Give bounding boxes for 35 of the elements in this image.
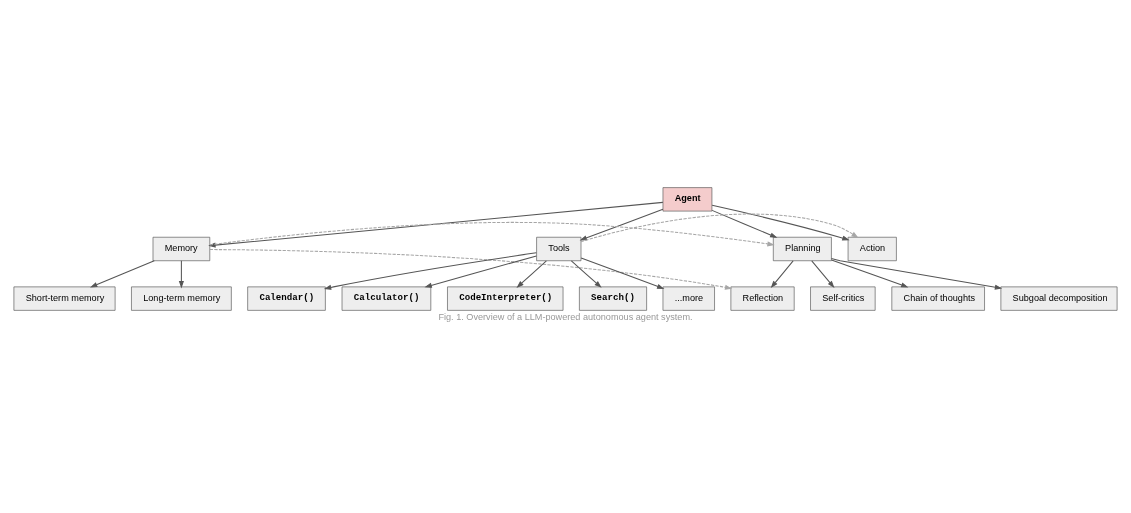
node-box: CodeInterpreter() (447, 286, 564, 311)
arrow (711, 204, 850, 241)
arrow (424, 255, 537, 288)
arrow (580, 257, 665, 289)
node-box: Chain of thoughts (891, 286, 985, 311)
arrow (208, 201, 664, 248)
arrow (516, 260, 547, 288)
node-box: Calculator() (341, 286, 432, 311)
node-box: Subgoal decomposition (1000, 286, 1118, 311)
arrow (830, 258, 1003, 290)
node-box: Tools (536, 236, 582, 262)
arrow (323, 252, 537, 290)
node-box: Memory (152, 236, 211, 262)
node-box: Self-critics (810, 286, 876, 311)
node-box: Reflection (730, 286, 795, 311)
node-box: Planning (773, 236, 832, 262)
node-box: Action (847, 236, 897, 262)
arrow (570, 260, 602, 288)
arrow (770, 260, 794, 289)
arrow (579, 208, 664, 241)
arrow (178, 260, 184, 289)
arrow (831, 259, 909, 288)
arrow (209, 249, 733, 290)
node-box: ...more (662, 286, 715, 311)
arrow (209, 221, 775, 247)
arrow (711, 209, 778, 238)
caption: Fig. 1. Overview of a LLM-powered autonomous agent system. (438, 312, 693, 323)
node-box: Calendar() (247, 286, 326, 311)
arrow (811, 260, 835, 289)
node-box: Search() (579, 286, 647, 311)
node-box: Long-term memory (131, 286, 232, 311)
arrow (580, 213, 859, 243)
node-box: Agent (662, 187, 713, 212)
node-box: Short-term memory (13, 286, 116, 311)
arrow (90, 260, 155, 288)
